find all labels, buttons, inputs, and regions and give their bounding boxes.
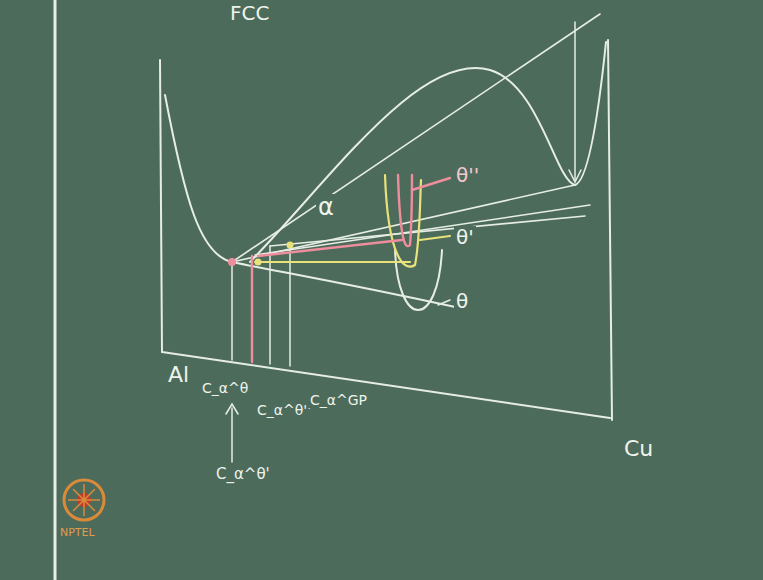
theta-prime-lines [255,175,450,267]
theta-double-prime-lines [252,175,450,362]
axis-label: C_α^θ'' [255,402,313,418]
board-edge [54,0,57,580]
energy-axis-left [160,60,162,352]
energy-axis-right [608,40,612,420]
drop-line [289,245,291,366]
pointer-line [231,408,233,462]
energy-gap-head [569,170,581,182]
logo-mark [64,480,104,520]
tangent-line [255,205,590,255]
axis-label: Cu [622,436,655,461]
axis-label: θ'' [454,164,481,187]
leader-line [420,236,450,240]
axis-label: C_α^θ [200,380,250,396]
tangent-point [287,242,294,249]
theta-curve [395,250,442,310]
board-lines [55,0,612,580]
leader-line [438,300,450,305]
tangent-line [255,261,410,263]
tangent-point [255,259,262,266]
alpha-curve [165,95,460,308]
tangent-line [232,14,600,262]
cu-phase-curve [250,42,606,262]
composition-axis [162,352,610,418]
watermark: NPTEL [58,527,97,540]
leader-line [412,178,450,190]
pointer-head [226,404,238,414]
logo-rays [68,484,100,516]
drop-line [231,262,233,360]
tangent-line [258,240,402,256]
axis-label: Al [166,362,191,387]
axis-label: θ' [454,226,476,249]
axis-label: C_α^θ' [214,466,272,483]
tangent-point [228,258,236,266]
axis-label: α [316,194,336,222]
energy-gap-line [574,22,576,180]
theta-double-prime-curve [398,175,412,246]
logo-ring [64,480,104,520]
drop-line [251,256,253,362]
axis-label: θ [454,290,470,313]
axis-label: FCC [228,2,271,25]
axis-label: C_α^GP [308,392,369,408]
drop-line [269,246,271,364]
